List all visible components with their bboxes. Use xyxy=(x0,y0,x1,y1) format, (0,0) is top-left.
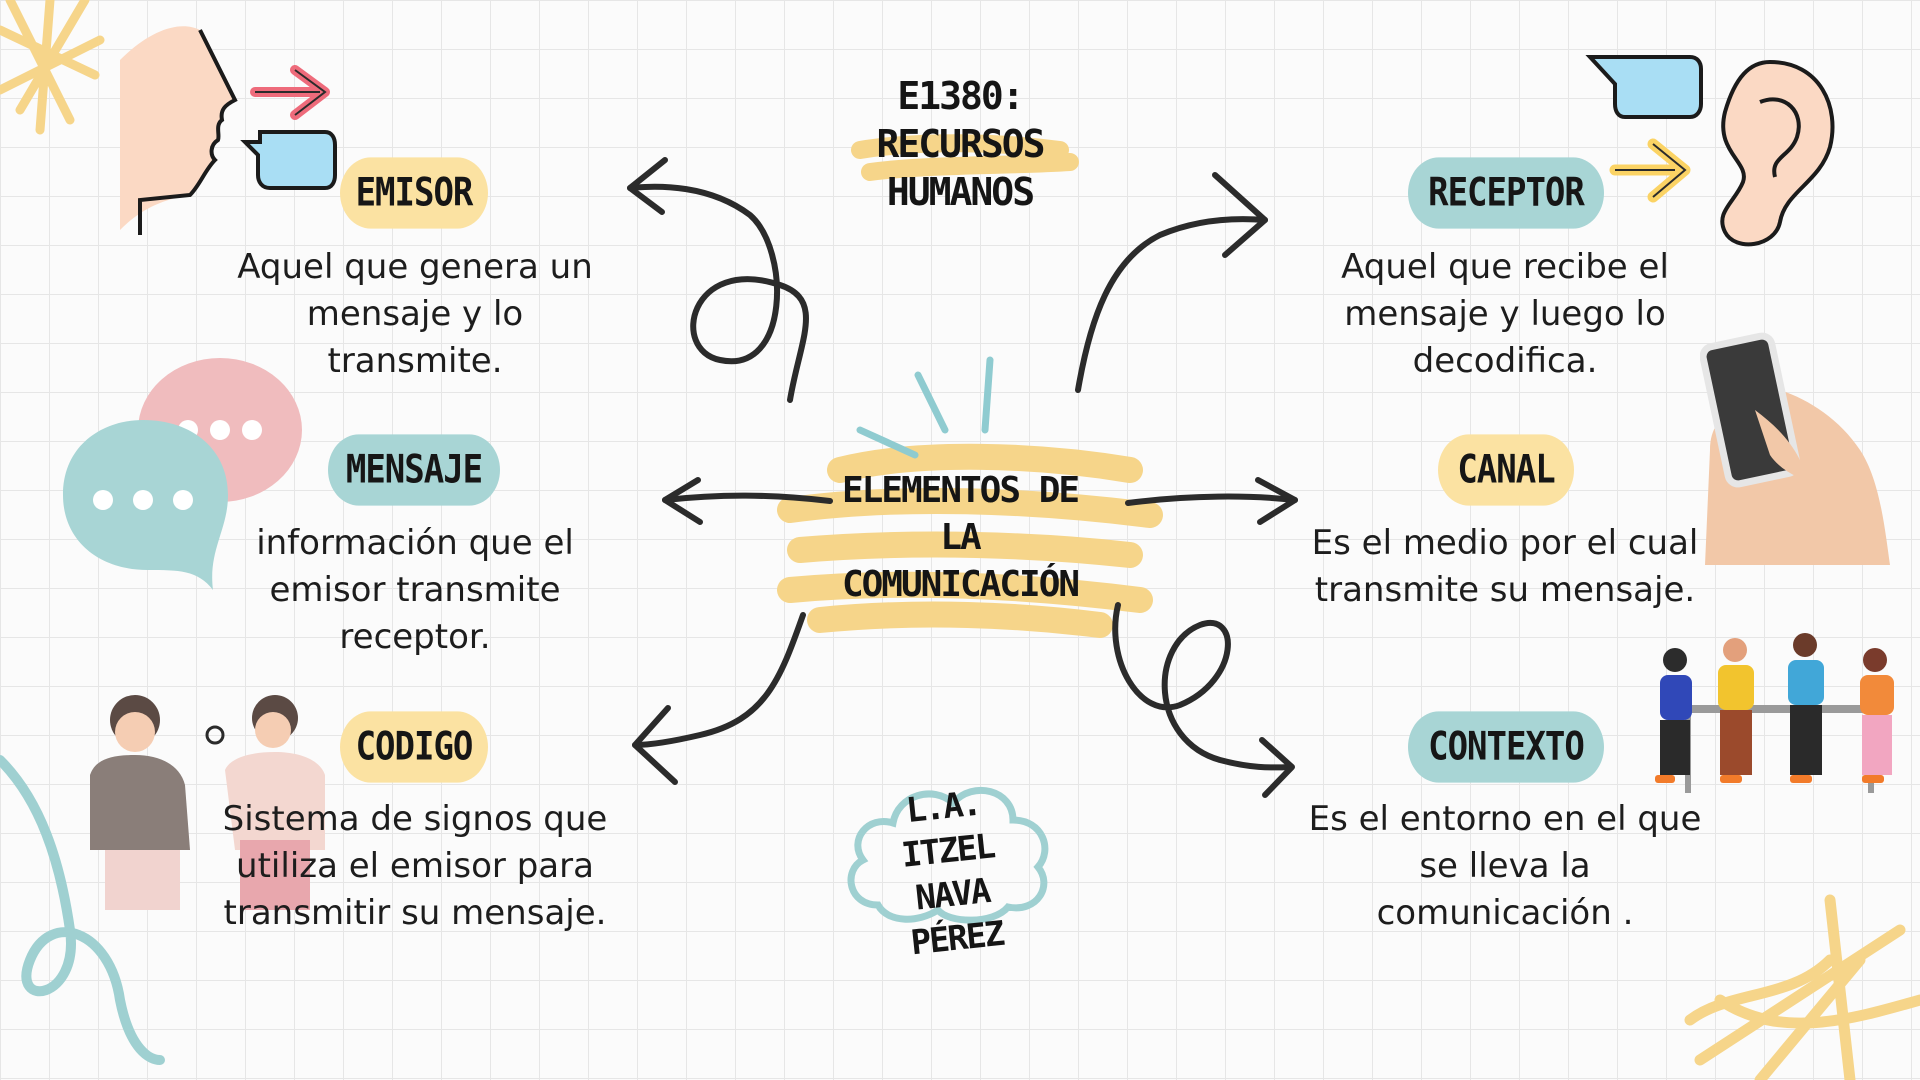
codigo-description-line-1: Sistema de signos que xyxy=(222,799,608,839)
center-title-line-3: COMUNICACIÓN xyxy=(841,564,1080,605)
contexto-description: Es el entorno en el que se lleva la comu… xyxy=(1285,796,1725,937)
mensaje-description-line-1: información que el xyxy=(256,523,574,563)
author-name: L.A. ITZEL NAVA PÉREZ xyxy=(851,776,1048,970)
group-meeting-illustration xyxy=(1655,633,1894,793)
burst-lines xyxy=(856,356,994,459)
center-title-line-1: ELEMENTOS DE xyxy=(841,470,1080,511)
canal-label: CANAL xyxy=(1438,434,1574,506)
hand-phone-illustration xyxy=(1700,332,1890,565)
mensaje-description: información que el emisor transmite rece… xyxy=(215,520,615,661)
receptor-label: RECEPTOR xyxy=(1408,157,1604,229)
codigo-description-line-3: transmitir su mensaje. xyxy=(223,893,607,933)
arrow-to-receptor xyxy=(1075,172,1268,393)
people-conversing-illustration xyxy=(90,695,325,910)
receptor-description: Aquel que recibe el mensaje y luego lo d… xyxy=(1290,244,1720,385)
emisor-description: Aquel que genera un mensaje y lo transmi… xyxy=(195,244,635,385)
course-title-line-2: RECURSOS xyxy=(876,122,1045,166)
receptor-description-line-1: Aquel que recibe el xyxy=(1341,247,1669,287)
center-title: ELEMENTOS DE LA COMUNICACIÓN xyxy=(800,467,1120,608)
emisor-description-line-2: mensaje y lo xyxy=(306,294,524,334)
course-title: E1380: RECURSOS HUMANOS xyxy=(840,72,1080,216)
codigo-label: CODIGO xyxy=(340,711,488,783)
contexto-label: CONTEXTO xyxy=(1408,711,1604,783)
yellow-scribble-bottom-right xyxy=(1684,894,1920,1080)
contexto-description-line-3: comunicación . xyxy=(1376,893,1634,933)
center-brush-blob xyxy=(777,443,1163,638)
receptor-description-line-3: decodifica. xyxy=(1412,341,1598,381)
canal-description: Es el medio por el cual transmite su men… xyxy=(1285,520,1725,614)
center-title-line-2: LA xyxy=(940,517,981,558)
arrow-to-canal xyxy=(1125,477,1298,525)
emisor-label: EMISOR xyxy=(340,157,488,229)
emisor-description-line-1: Aquel que genera un xyxy=(237,247,593,287)
mensaje-description-line-3: receptor. xyxy=(339,617,491,657)
ear-illustration xyxy=(1585,55,1835,247)
yellow-star-scribble-top-left xyxy=(0,0,105,135)
course-title-line-1: E1380: xyxy=(897,74,1024,118)
canal-description-line-2: transmite su mensaje. xyxy=(1314,570,1696,610)
contexto-description-line-1: Es el entorno en el que xyxy=(1308,799,1702,839)
contexto-description-line-2: se lleva la xyxy=(1419,846,1591,886)
mensaje-label: MENSAJE xyxy=(328,434,500,506)
speaking-face-illustration xyxy=(120,26,337,235)
arrow-to-mensaje xyxy=(662,477,833,525)
header-brush-stroke xyxy=(851,134,1079,181)
arrow-to-contexto xyxy=(1112,602,1295,798)
arrow-to-emisor xyxy=(627,157,809,403)
mensaje-description-line-2: emisor transmite xyxy=(269,570,561,610)
codigo-description-line-2: utiliza el emisor para xyxy=(236,846,594,886)
emisor-description-line-3: transmite. xyxy=(327,341,503,381)
course-title-line-3: HUMANOS xyxy=(886,170,1035,214)
receptor-description-line-2: mensaje y luego lo xyxy=(1344,294,1666,334)
arrow-to-codigo xyxy=(632,612,806,785)
codigo-description: Sistema de signos que utiliza el emisor … xyxy=(195,796,635,937)
speech-bubbles-illustration xyxy=(63,358,302,590)
author-cloud-outline xyxy=(847,786,1049,924)
teal-squiggle-bottom-left xyxy=(0,755,165,1065)
canal-description-line-1: Es el medio por el cual xyxy=(1311,523,1699,563)
